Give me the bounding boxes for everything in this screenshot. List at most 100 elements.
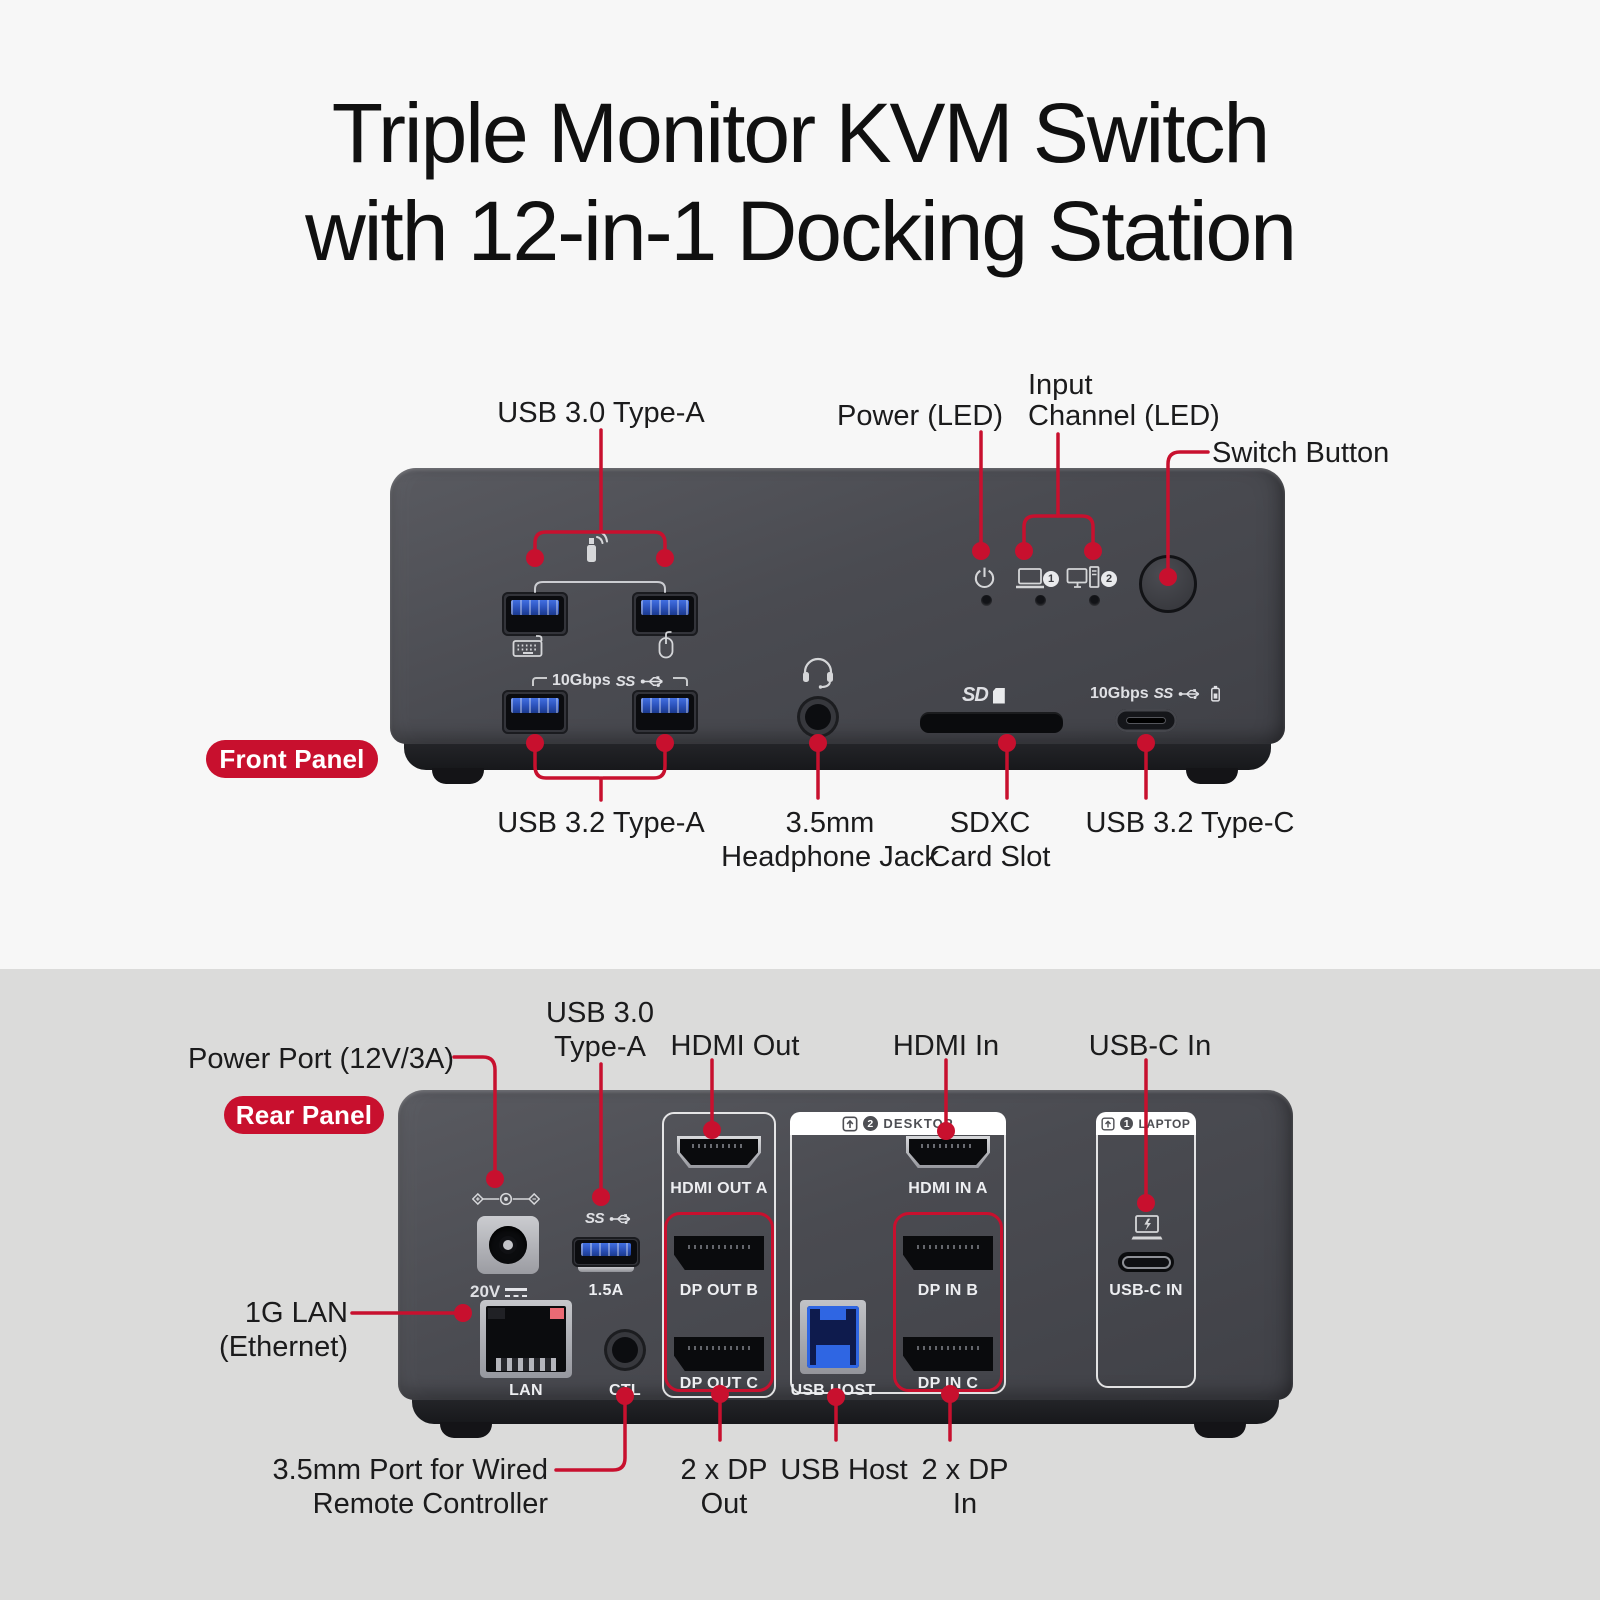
channel-1-number: 1 xyxy=(1043,571,1059,587)
dp-in-c-label: DP IN C xyxy=(917,1375,979,1392)
front-usb32-port-2 xyxy=(632,690,698,734)
desktop-channel2-icon xyxy=(1066,566,1100,588)
label-input-channel: Input Channel (LED) xyxy=(1028,369,1220,432)
channel2-led xyxy=(1089,595,1100,606)
bracket-right-decoration xyxy=(672,676,688,686)
label-usbc-in: USB-C In xyxy=(1088,1030,1212,1062)
rear-panel-badge: Rear Panel xyxy=(224,1096,384,1134)
rear-device-foot-left xyxy=(440,1422,492,1438)
speed-text: 10Gbps xyxy=(552,672,611,689)
sd-logo: SD xyxy=(962,684,1005,707)
superspeed-text: SS xyxy=(615,672,636,690)
label-dp-in: 2 x DP In xyxy=(921,1454,1009,1520)
power-port xyxy=(477,1216,539,1274)
label-hdmi-in: HDMI In xyxy=(892,1030,1000,1062)
hdmi-out-a-label: HDMI OUT A xyxy=(670,1180,768,1197)
label-ctl-remote: 3.5mm Port for Wired Remote Controller xyxy=(272,1454,548,1520)
ctl-port-label: CTL xyxy=(608,1382,642,1399)
dp-out-c-port xyxy=(674,1337,764,1371)
label-usb30-typea: USB 3.0 Type-A xyxy=(497,397,705,429)
amp-label: 1.5A xyxy=(588,1282,624,1299)
keyboard-icon xyxy=(512,635,543,657)
channel-2-number: 2 xyxy=(1101,571,1117,587)
dc-symbol xyxy=(505,1286,528,1298)
label-dp-out: 2 x DP Out xyxy=(680,1454,768,1520)
front-usb32-port-1 xyxy=(502,690,568,734)
sd-card-slot xyxy=(920,712,1063,733)
front-usb30-port-2 xyxy=(632,592,698,636)
switch-button xyxy=(1139,555,1197,613)
laptop-section-header: 1 LAPTOP xyxy=(1096,1112,1196,1135)
title-line1: Triple Monitor KVM Switch xyxy=(331,86,1270,180)
label-usb32-typea: USB 3.2 Type-A xyxy=(497,807,705,839)
laptop-header-text: LAPTOP xyxy=(1138,1116,1191,1131)
usb-port-bezel xyxy=(578,1267,634,1272)
sd-card-icon xyxy=(992,687,1005,704)
page-title: Triple Monitor KVM Switch with 12-in-1 D… xyxy=(0,84,1600,280)
front-usbc-port xyxy=(1115,709,1177,732)
usbc-in-label: USB-C IN xyxy=(1109,1282,1183,1299)
usbc-speed-label: 10Gbps SS xyxy=(1090,684,1222,703)
dp-in-c-port xyxy=(903,1337,993,1371)
laptop-section-box xyxy=(1096,1112,1196,1388)
usb-host-port xyxy=(800,1300,866,1374)
laptop-number: 1 xyxy=(1120,1117,1134,1130)
hdmi-out-a-port xyxy=(677,1136,761,1168)
front-panel-badge: Front Panel xyxy=(206,740,378,778)
dp-out-b-label: DP OUT B xyxy=(679,1282,759,1299)
front-device-foot-left xyxy=(432,768,484,784)
laptop-charging-icon xyxy=(1131,1215,1163,1240)
channel1-led xyxy=(1035,595,1046,606)
title-line2: with 12-in-1 Docking Station xyxy=(305,184,1297,278)
label-usb30-rear: USB 3.0 Type-A xyxy=(546,997,654,1063)
label-headphone-jack: 3.5mm Headphone Jack xyxy=(721,807,939,873)
mouse-icon xyxy=(658,631,674,659)
dp-out-b-port xyxy=(674,1236,764,1270)
voltage-label: 20V xyxy=(470,1282,528,1302)
rear-device-base xyxy=(412,1398,1279,1424)
dp-in-b-label: DP IN B xyxy=(917,1282,979,1299)
label-sdxc-slot: SDXC Card Slot xyxy=(929,807,1051,873)
rear-usbc-port xyxy=(1118,1252,1174,1272)
power-icon xyxy=(974,567,995,588)
laptop-channel1-icon xyxy=(1016,568,1044,589)
dc-polarity-icon xyxy=(472,1192,540,1206)
desktop-number: 2 xyxy=(863,1116,879,1131)
bracket-left-decoration xyxy=(532,676,547,686)
rear-usb30-port xyxy=(572,1237,640,1267)
lan-port-label: LAN xyxy=(509,1382,543,1399)
front-device-base xyxy=(404,742,1271,770)
ss-usb-icon-row: SS xyxy=(585,1210,635,1227)
wireless-dongle-icon xyxy=(587,531,608,562)
power-led xyxy=(981,595,992,606)
speed-text: 10Gbps xyxy=(1090,684,1149,702)
lan-port xyxy=(480,1300,572,1378)
hdmi-in-a-port xyxy=(906,1136,990,1168)
headphone-jack-port xyxy=(805,704,831,730)
label-hdmi-out: HDMI Out xyxy=(670,1030,800,1062)
headset-icon xyxy=(803,657,833,689)
display-upload-icon xyxy=(842,1116,858,1131)
usb-host-label: USB HOST xyxy=(790,1382,876,1399)
superspeed-text: SS xyxy=(1153,685,1174,702)
ctl-port xyxy=(612,1337,638,1363)
display-upload-icon xyxy=(1101,1116,1116,1131)
label-usb32-typec: USB 3.2 Type-C xyxy=(1085,807,1295,839)
desktop-section-header: 2 DESKTOP xyxy=(790,1112,1006,1135)
desktop-header-text: DESKTOP xyxy=(883,1116,954,1131)
label-usb-host: USB Host xyxy=(780,1454,908,1486)
label-power-led: Power (LED) xyxy=(837,400,1003,432)
sd-logo-text: SD xyxy=(962,684,989,706)
front-device-foot-right xyxy=(1186,768,1238,784)
label-switch-button: Switch Button xyxy=(1212,437,1390,469)
usb-trident-icon xyxy=(640,675,663,687)
front-usb30-port-1 xyxy=(502,592,568,636)
dp-out-c-label: DP OUT C xyxy=(679,1375,759,1392)
label-power-port: Power Port (12V/3A) xyxy=(188,1043,454,1075)
hdmi-in-a-label: HDMI IN A xyxy=(908,1180,988,1197)
usb-trident-icon xyxy=(609,1213,631,1224)
usb-trident-icon xyxy=(1178,688,1199,699)
dp-in-b-port xyxy=(903,1236,993,1270)
battery-charge-icon xyxy=(1210,685,1220,702)
